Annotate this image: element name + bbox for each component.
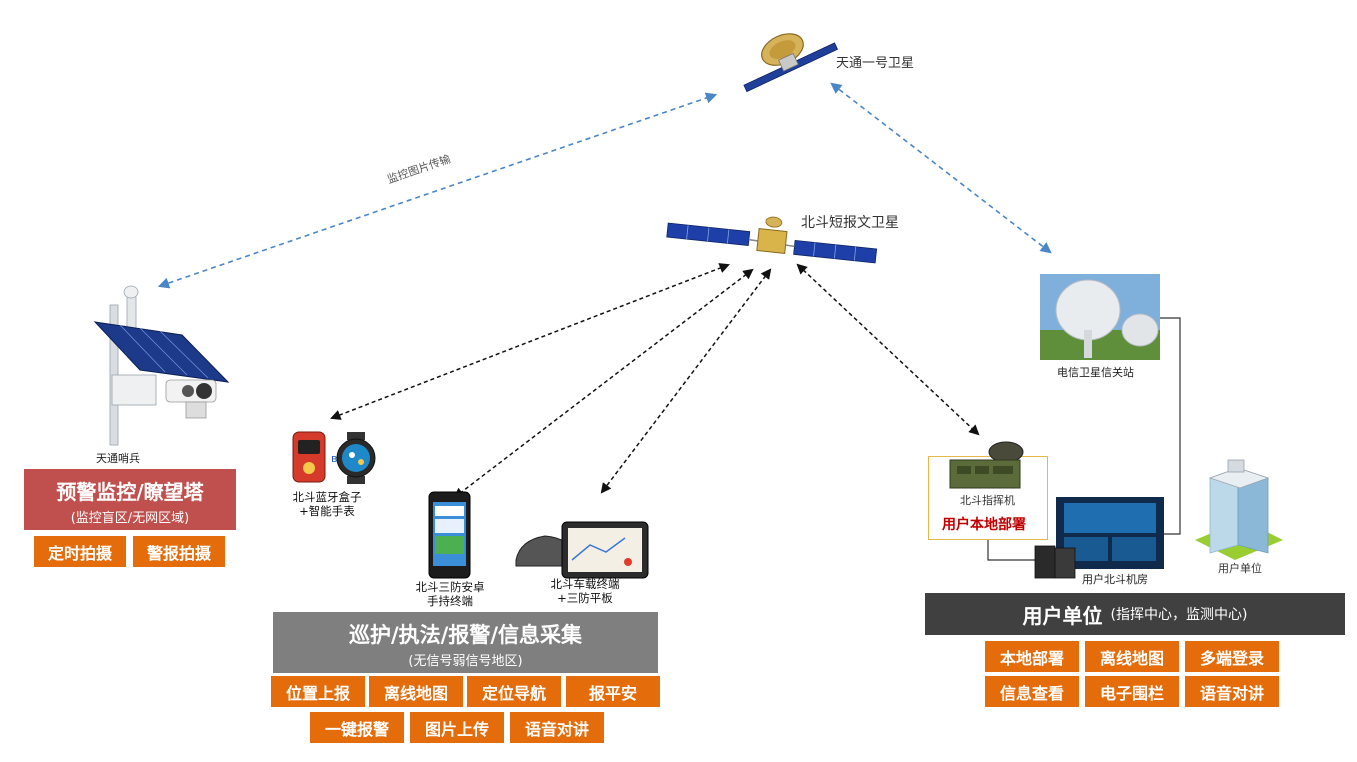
tower-tiantong-link bbox=[157, 92, 718, 289]
patrol-sos-button[interactable]: 一键报警 bbox=[310, 712, 404, 743]
patrol-offline-map-button[interactable]: 离线地图 bbox=[369, 676, 463, 707]
user-voice-talk-button[interactable]: 语音对讲 bbox=[1185, 676, 1279, 707]
user-title: 用户单位 bbox=[1022, 603, 1103, 628]
patrol-title: 巡护/执法/报警/信息采集 bbox=[348, 623, 582, 647]
user-subtitle: (指挥中心，监测中心) bbox=[1110, 607, 1248, 623]
patrol-safety-report-button[interactable]: 报平安 bbox=[566, 676, 660, 707]
commander-label: 北斗指挥机 bbox=[960, 494, 1015, 507]
patrol-image-upload-button[interactable]: 图片上传 bbox=[410, 712, 504, 743]
tower-header: 预警监控/瞭望塔 (监控盲区/无网区域) bbox=[24, 469, 236, 530]
tiantong-label: 天通一号卫星 bbox=[836, 56, 915, 71]
machine-room-label: 用户北斗机房 bbox=[1082, 573, 1148, 586]
patrol-subtitle: (无信号弱信号地区) bbox=[408, 654, 523, 669]
tower-subtitle: (监控盲区/无网区域) bbox=[70, 511, 190, 526]
box-device-line2: +智能手表 bbox=[299, 504, 355, 518]
user-offline-map-button[interactable]: 离线地图 bbox=[1085, 641, 1179, 672]
tower-device-label: 天通哨兵 bbox=[96, 452, 140, 465]
box-device-label: 北斗蓝牙盒子 +智能手表 bbox=[282, 490, 372, 518]
tower-timed-capture-button[interactable]: 定时拍摄 bbox=[34, 536, 126, 567]
user-unit-label: 用户单位 bbox=[1218, 562, 1262, 575]
patrol-voice-talk-button[interactable]: 语音对讲 bbox=[510, 712, 604, 743]
user-local-deploy-button[interactable]: 本地部署 bbox=[985, 641, 1079, 672]
beidou-vehicle-link bbox=[600, 268, 772, 494]
beidou-handheld-link bbox=[453, 268, 754, 499]
handheld-device-label: 北斗三防安卓 手持终端 bbox=[405, 580, 495, 608]
handheld-device-line2: 手持终端 bbox=[427, 594, 473, 608]
beidou-commander-link bbox=[796, 263, 980, 436]
svg-text:ʙ: ʙ bbox=[331, 452, 337, 465]
vehicle-device-label: 北斗车载终端 +三防平板 bbox=[540, 577, 630, 605]
vehicle-device-line2: +三防平板 bbox=[557, 591, 613, 605]
tower-title: 预警监控/瞭望塔 bbox=[56, 480, 204, 504]
beidou-label: 北斗短报文卫星 bbox=[801, 215, 899, 231]
patrol-header: 巡护/执法/报警/信息采集 (无信号弱信号地区) bbox=[273, 612, 658, 673]
patrol-location-report-button[interactable]: 位置上报 bbox=[271, 676, 365, 707]
gateway-room-connector bbox=[1160, 317, 1181, 535]
user-multi-login-button[interactable]: 多端登录 bbox=[1185, 641, 1279, 672]
patrol-navigation-button[interactable]: 定位导航 bbox=[467, 676, 561, 707]
local-deploy-label: 用户本地部署 bbox=[942, 517, 1026, 533]
user-info-view-button[interactable]: 信息查看 bbox=[985, 676, 1079, 707]
tiantong-gateway-link bbox=[830, 82, 1052, 254]
commander-room-connector bbox=[987, 538, 1035, 561]
handheld-device-line1: 北斗三防安卓 bbox=[415, 580, 485, 594]
vehicle-device-line1: 北斗车载终端 bbox=[550, 577, 620, 591]
tower-alarm-capture-button[interactable]: 警报拍摄 bbox=[133, 536, 225, 567]
user-header: 用户单位 (指挥中心，监测中心) bbox=[925, 593, 1345, 635]
gateway-label: 电信卫星信关站 bbox=[1057, 366, 1134, 379]
user-geofence-button[interactable]: 电子围栏 bbox=[1085, 676, 1179, 707]
box-device-line1: 北斗蓝牙盒子 bbox=[292, 490, 362, 504]
